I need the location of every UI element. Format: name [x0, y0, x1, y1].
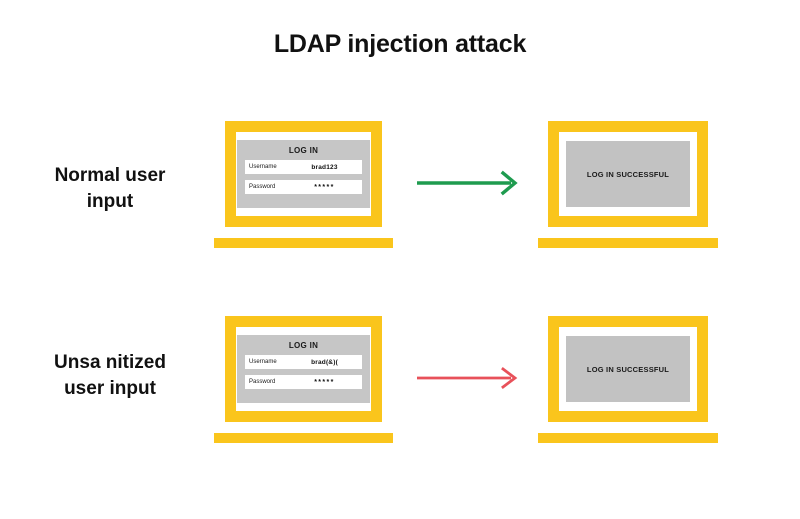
laptop-result-normal: LOG IN SUCCESSFUL: [538, 121, 718, 248]
laptop-screen-bezel: LOG IN SUCCESSFUL: [548, 316, 708, 422]
page-title: LDAP injection attack: [273, 30, 527, 58]
login-form-panel: LOG IN Username brad(&)( Password *****: [237, 335, 370, 403]
laptop-base: [214, 238, 393, 248]
result-text: LOG IN SUCCESSFUL: [586, 364, 670, 374]
password-label: Password: [249, 184, 276, 190]
result-panel: LOG IN SUCCESSFUL: [566, 141, 690, 207]
password-value: *****: [314, 183, 335, 191]
username-label: Username: [249, 359, 277, 365]
password-value: *****: [314, 378, 335, 386]
laptop-input-unsanitized: LOG IN Username brad(&)( Password *****: [214, 316, 393, 443]
row-label-line-2: user input: [64, 377, 156, 399]
laptop-screen-bezel: LOG IN Username brad(&)( Password *****: [225, 316, 382, 422]
laptop-screen-bezel: LOG IN SUCCESSFUL: [548, 121, 708, 227]
row-label-line-2: input: [86, 190, 134, 212]
row-label-line-1: Unsa nitized: [54, 352, 166, 373]
username-field[interactable]: Username brad(&)(: [245, 355, 362, 369]
username-label: Username: [249, 164, 277, 170]
laptop-result-unsanitized: LOG IN SUCCESSFUL: [538, 316, 718, 443]
laptop-base: [214, 433, 393, 443]
row-label-normal-user-input: Normal user input: [20, 163, 200, 214]
login-form-panel: LOG IN Username brad123 Password *****: [237, 140, 370, 208]
laptop-screen-inner: LOG IN SUCCESSFUL: [559, 132, 697, 216]
laptop-screen-inner: LOG IN SUCCESSFUL: [559, 327, 697, 411]
row-label-unsanitized-user-input: Unsa nitized user input: [20, 350, 200, 401]
row-label-line-1: Normal user: [54, 165, 166, 186]
result-panel: LOG IN SUCCESSFUL: [566, 336, 690, 402]
username-field[interactable]: Username brad123: [245, 160, 362, 174]
password-field[interactable]: Password *****: [245, 375, 362, 389]
arrow-right-green: [415, 170, 520, 196]
password-field[interactable]: Password *****: [245, 180, 362, 194]
login-form-heading: LOG IN: [288, 146, 319, 155]
laptop-base: [538, 238, 718, 248]
laptop-input-normal: LOG IN Username brad123 Password *****: [214, 121, 393, 248]
login-form-heading: LOG IN: [288, 341, 319, 350]
arrow-right-red: [415, 365, 520, 391]
username-value: brad123: [311, 163, 338, 171]
laptop-base: [538, 433, 718, 443]
laptop-screen-bezel: LOG IN Username brad123 Password *****: [225, 121, 382, 227]
laptop-screen-inner: LOG IN Username brad123 Password *****: [236, 132, 371, 216]
result-text: LOG IN SUCCESSFUL: [586, 169, 670, 179]
laptop-screen-inner: LOG IN Username brad(&)( Password *****: [236, 327, 371, 411]
username-value: brad(&)(: [311, 358, 338, 366]
password-label: Password: [249, 379, 276, 385]
